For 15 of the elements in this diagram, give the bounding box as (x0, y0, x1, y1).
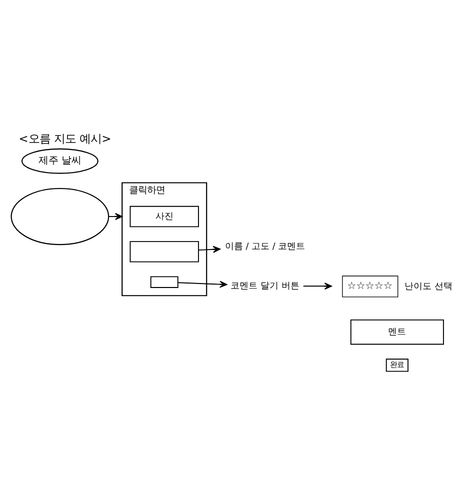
node-box (130, 241, 199, 262)
node-label: 난이도 선택 (404, 282, 452, 292)
node-text: 코멘트 달기 버튼 (230, 281, 300, 292)
arrow (198, 246, 220, 253)
arrow (108, 213, 123, 220)
node-box: 사진 (130, 206, 199, 228)
arrow (178, 280, 228, 288)
node-text: 이름 / 고도 / 코멘트 (225, 242, 306, 252)
node-box (150, 276, 178, 288)
node-cloud (10, 188, 110, 246)
diagram-title: <오름 지도 예시> (18, 132, 112, 146)
node-ellipse: 제주 날씨 (22, 148, 98, 174)
arrow (302, 282, 332, 290)
node-box: ☆☆☆☆☆ (342, 276, 398, 298)
node-box: 멘트 (350, 319, 444, 345)
